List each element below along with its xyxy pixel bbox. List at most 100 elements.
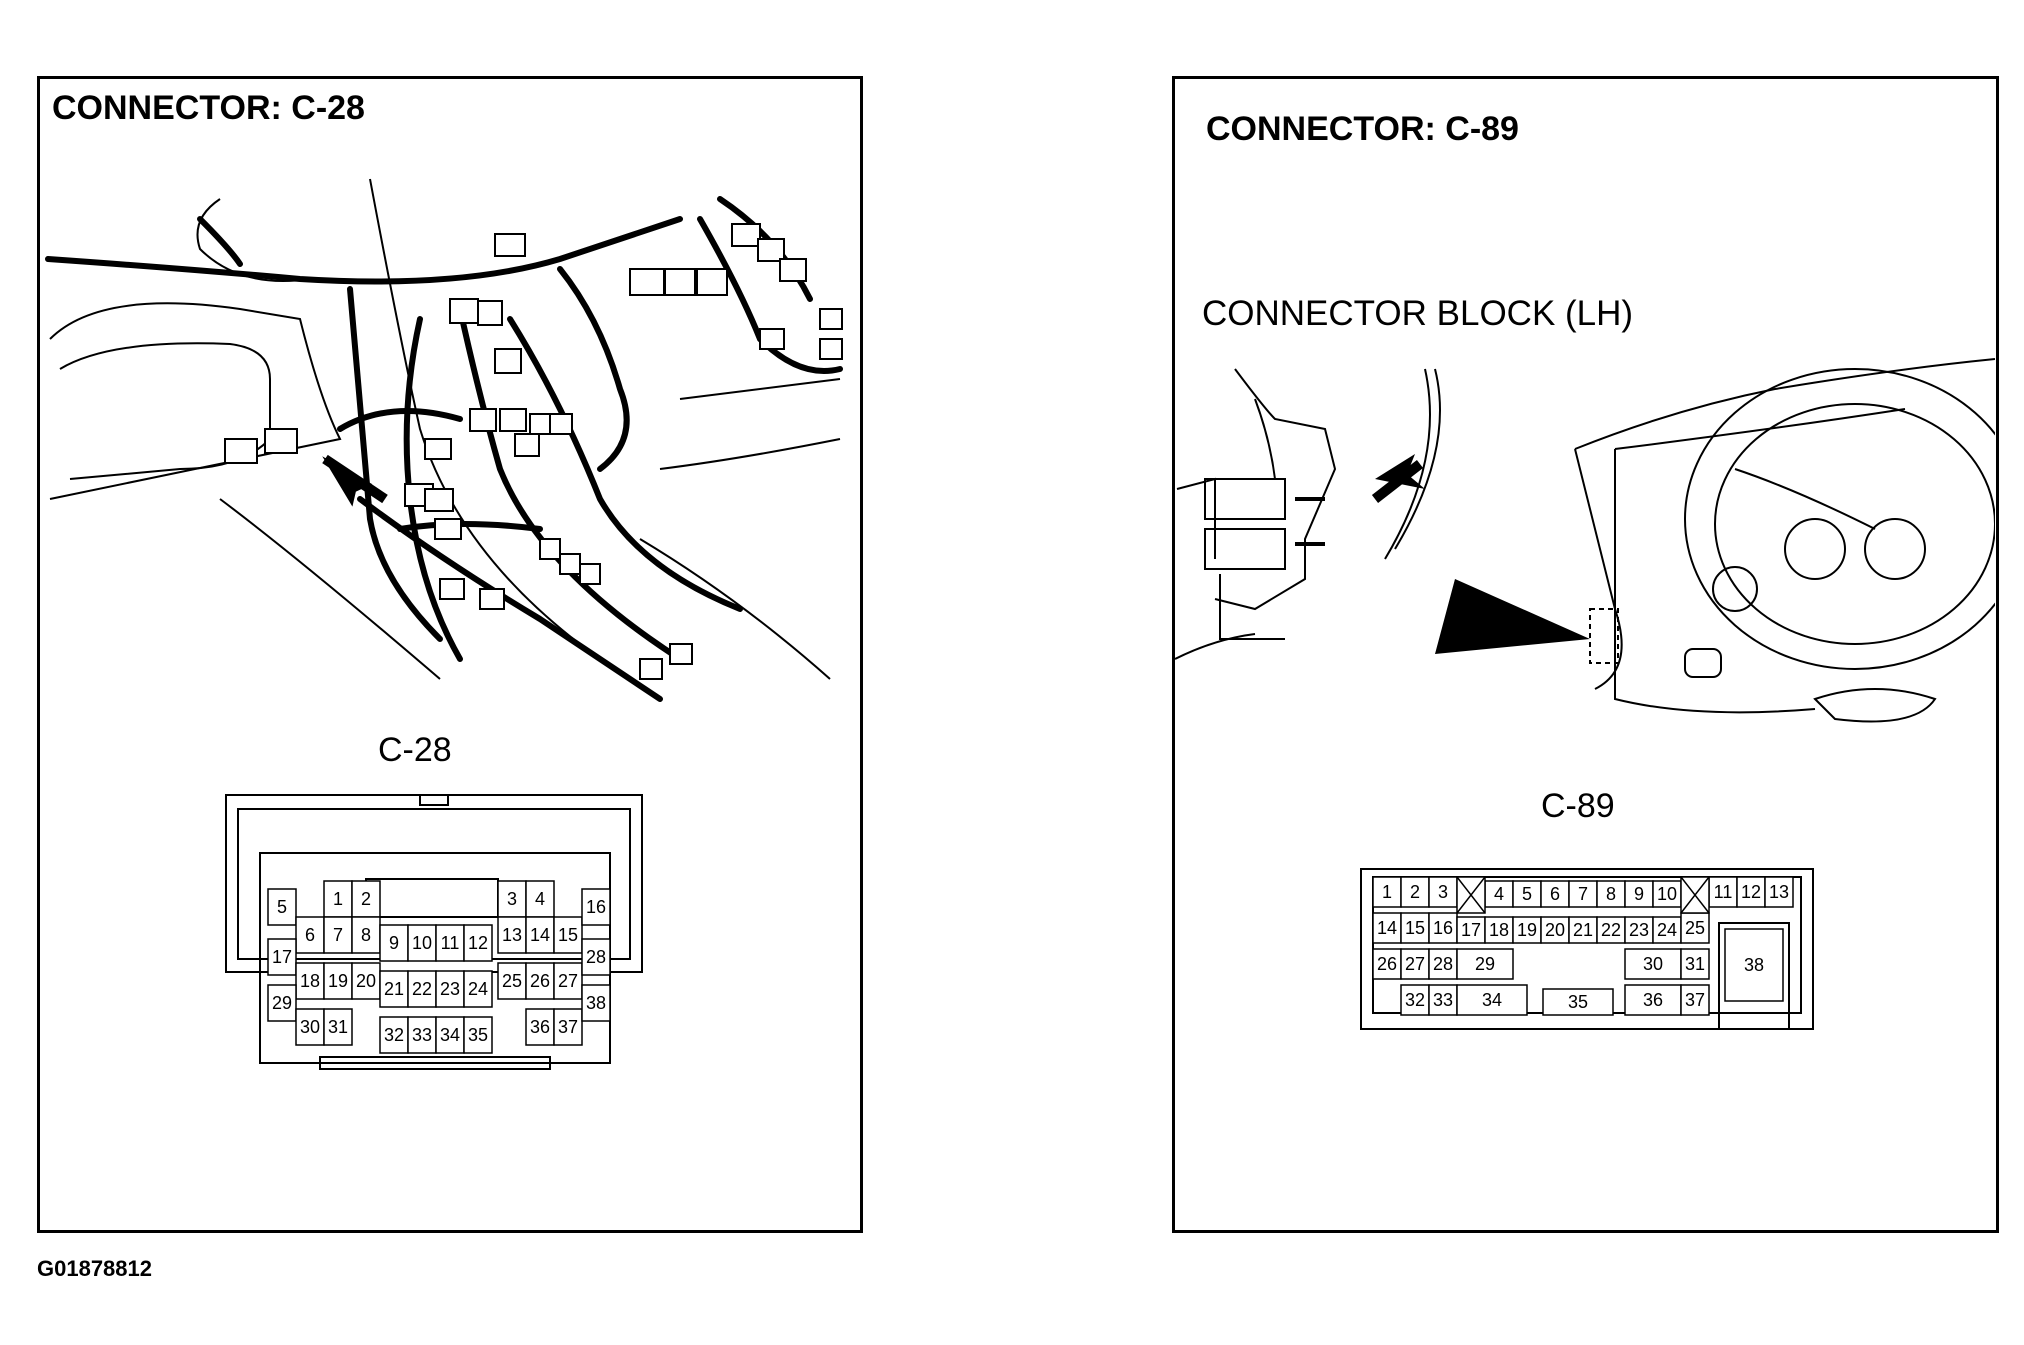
c28-pin-number: 22 — [412, 979, 432, 999]
c28-pin-number: 37 — [558, 1017, 578, 1037]
c89-pin-cell — [1624, 984, 1682, 1016]
c89-pin-cell — [1708, 876, 1738, 908]
connector-c28-panel: CONNECTOR: C-28 — [37, 76, 863, 1233]
c89-pin-cell — [1724, 928, 1784, 1002]
c28-pin-cell — [351, 880, 381, 918]
c89-pin-cell — [1428, 912, 1458, 944]
c89-pin-cell — [1652, 916, 1682, 944]
connector-label-c89: C-89 — [1541, 787, 1615, 825]
c89-pin-number: 17 — [1461, 920, 1481, 940]
location-arrow — [1375, 454, 1425, 489]
c28-pin-cell — [267, 888, 297, 926]
c89-pin-cell — [1400, 948, 1430, 980]
c89-pin-number: 13 — [1769, 882, 1789, 902]
c28-pin-cell — [267, 984, 297, 1022]
c28-pin-number: 30 — [300, 1017, 320, 1037]
c28-pin-number: 16 — [586, 897, 606, 917]
c28-pin-number: 35 — [468, 1025, 488, 1045]
c28-pin-cell — [323, 880, 353, 918]
c28-pin-number: 21 — [384, 979, 404, 999]
c28-pin-cell — [351, 962, 381, 1000]
c89-pin-cell — [1542, 988, 1614, 1016]
c28-pin-cell — [435, 924, 465, 962]
c28-pin-number: 27 — [558, 971, 578, 991]
c28-pin-number: 33 — [412, 1025, 432, 1045]
c89-pin-cell — [1624, 916, 1654, 944]
c89-pin-number: 9 — [1634, 884, 1644, 904]
c89-pin-number: 26 — [1377, 954, 1397, 974]
c89-pin-number: 28 — [1433, 954, 1453, 974]
connector-label-c28: C-28 — [378, 731, 452, 769]
c89-pin-number: 7 — [1578, 884, 1588, 904]
c89-pin-cell — [1456, 948, 1514, 980]
c89-pin-cell — [1372, 948, 1402, 980]
c28-pin-number: 38 — [586, 993, 606, 1013]
c89-pin-number: 36 — [1643, 990, 1663, 1010]
c28-pin-cell — [525, 880, 555, 918]
c89-pin-number: 25 — [1685, 918, 1705, 938]
c28-pin-number: 11 — [441, 933, 460, 953]
c89-pin-number: 2 — [1410, 882, 1420, 902]
c89-blocked-cavity-x — [1456, 876, 1486, 914]
c89-pin-number: 21 — [1573, 920, 1593, 940]
c89-pin-cell — [1680, 912, 1710, 944]
c28-pin-number: 36 — [530, 1017, 550, 1037]
c28-pin-cell — [581, 888, 611, 926]
c89-pin-cell — [1596, 916, 1626, 944]
c89-pin-cell — [1512, 916, 1542, 944]
c89-pin-cell — [1652, 880, 1682, 908]
c28-pin-number: 8 — [361, 925, 371, 945]
c89-pin-cell — [1456, 916, 1486, 944]
c89-pin-number: 35 — [1568, 992, 1588, 1012]
c28-pin-number: 7 — [333, 925, 343, 945]
c89-pin-number: 32 — [1405, 990, 1425, 1010]
c89-pin-number: 37 — [1685, 990, 1705, 1010]
c89-pin-cell — [1540, 880, 1570, 908]
c28-pin-cell — [323, 916, 353, 954]
c89-pin-number: 19 — [1517, 920, 1537, 940]
c89-pin-number: 4 — [1494, 884, 1504, 904]
c89-pin-number: 24 — [1657, 920, 1677, 940]
c89-pin-number: 10 — [1657, 884, 1677, 904]
c89-pin-cell — [1680, 984, 1710, 1016]
c89-pin-cell — [1568, 916, 1598, 944]
c28-pin-number: 29 — [272, 993, 292, 1013]
c28-pin-number: 23 — [440, 979, 460, 999]
c28-pin-cell — [295, 1008, 325, 1046]
c28-pin-cell — [379, 1016, 409, 1054]
c89-pin-number: 15 — [1405, 918, 1425, 938]
c89-pin-number: 22 — [1601, 920, 1621, 940]
c89-pin-cell — [1428, 984, 1458, 1016]
c89-pin-number: 8 — [1606, 884, 1616, 904]
c89-pin-number: 16 — [1433, 918, 1453, 938]
c28-pin-number: 34 — [440, 1025, 460, 1045]
c89-pin-number: 29 — [1475, 954, 1495, 974]
c28-pin-cell — [463, 1016, 493, 1054]
c89-pin-number: 1 — [1382, 882, 1392, 902]
c89-pin-number: 3 — [1438, 882, 1448, 902]
c89-pin-cell — [1456, 984, 1528, 1016]
connector-c89-panel: CONNECTOR: C-89 CONNECTOR BLOCK (LH) — [1172, 76, 1999, 1233]
c28-pin-cell — [463, 970, 493, 1008]
c28-pin-number: 1 — [333, 889, 343, 909]
c28-pin-number: 13 — [502, 925, 522, 945]
c89-pin-cell — [1484, 916, 1514, 944]
c89-pin-cell — [1372, 912, 1402, 944]
c28-pin-cell — [323, 1008, 353, 1046]
c28-pin-number: 4 — [535, 889, 545, 909]
c28-pin-number: 32 — [384, 1025, 404, 1045]
c28-pin-number: 28 — [586, 947, 606, 967]
c89-pin-number: 34 — [1482, 990, 1502, 1010]
c89-pin-cell — [1680, 948, 1710, 980]
c28-pin-cell — [407, 1016, 437, 1054]
c89-pin-number: 5 — [1522, 884, 1532, 904]
c28-pin-cell — [553, 1008, 583, 1046]
c28-pin-number: 5 — [277, 897, 287, 917]
c89-pin-number: 11 — [1714, 882, 1733, 902]
c89-pin-cell — [1400, 876, 1430, 908]
c89-pin-number: 33 — [1433, 990, 1453, 1010]
c89-pin-number: 12 — [1741, 882, 1761, 902]
c28-pin-number: 10 — [412, 933, 432, 953]
c28-pin-number: 19 — [328, 971, 348, 991]
